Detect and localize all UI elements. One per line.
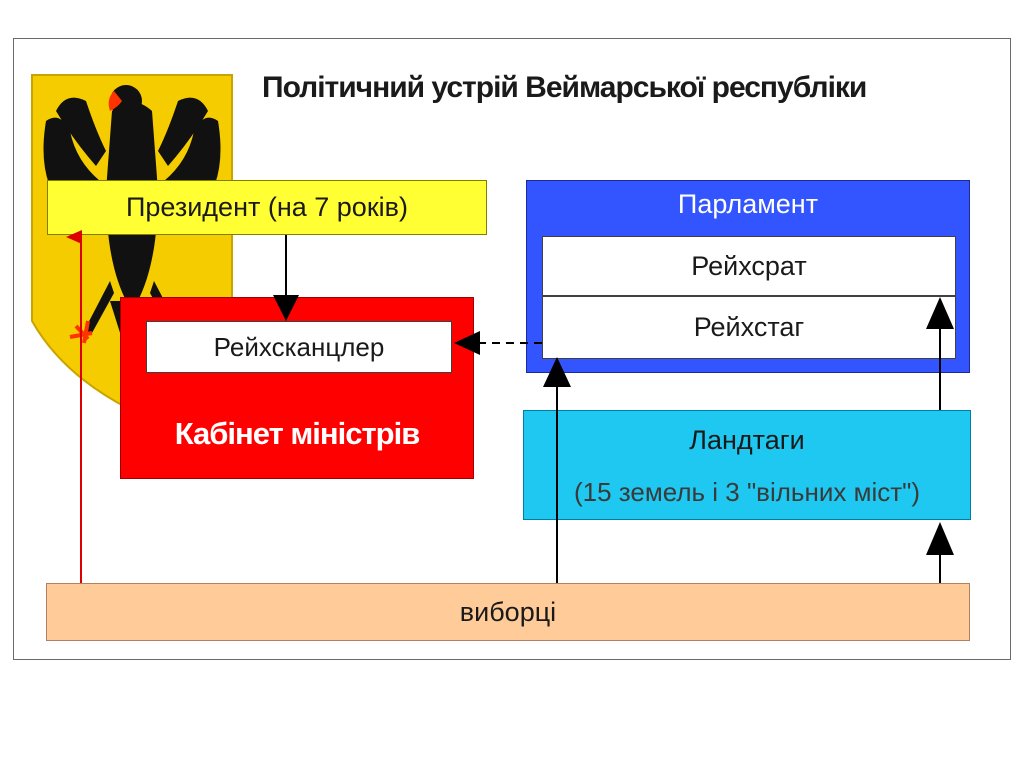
arrowhead-voters-to-landtage (926, 522, 954, 555)
parliament-label: Парламент (677, 188, 819, 219)
president-box: Президент (на 7 років) (47, 180, 487, 235)
reichsrat-box: Рейхсрат (542, 236, 956, 296)
chancellor-box: Рейхсканцлер (146, 321, 452, 373)
reichstag-box: Рейхстаг (542, 296, 956, 359)
landtage-box (523, 410, 971, 520)
voters-box: виборці (46, 583, 970, 641)
diagram-slide: Політичний устрій Веймарської республіки… (13, 38, 1011, 660)
landtage-label: Ландтаги (689, 424, 805, 455)
cabinet-label: Кабінет міністрів (174, 416, 421, 451)
diagram-title: Політичний устрій Веймарської республіки (262, 71, 867, 104)
landtage-subtitle: (15 земель і 3 "вільних міст") (573, 476, 921, 507)
